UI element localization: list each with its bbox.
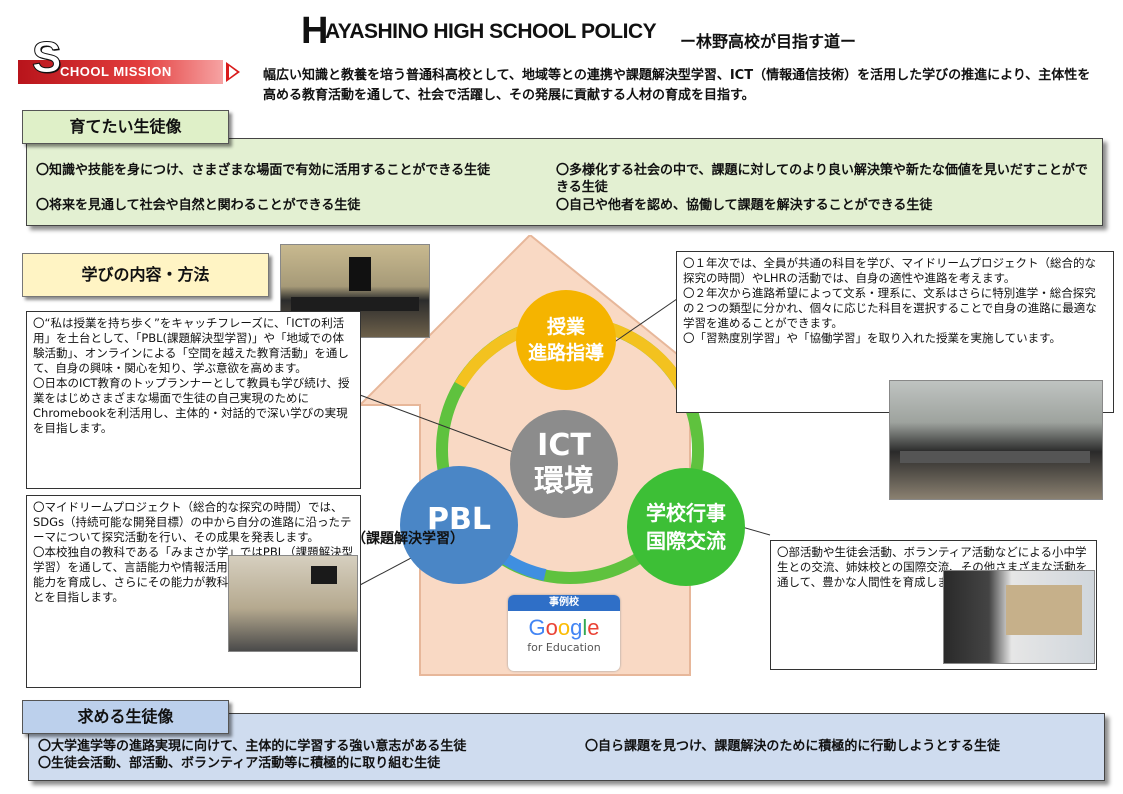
class-label-2: 進路指導 xyxy=(527,342,604,364)
pbl-photo xyxy=(228,555,358,652)
page-title: AYASHINO HIGH SCHOOL POLICY xyxy=(325,20,657,43)
pbl-sub-label: （課題解決学習） xyxy=(352,531,464,547)
mission-banner xyxy=(18,60,223,84)
learning-heading: 学びの内容・方法 xyxy=(22,253,269,297)
ict-circle: ICT 環境 xyxy=(510,410,618,518)
student-ideal-box xyxy=(26,138,1103,226)
learning-note-left: 〇“私は授業を持ち歩く”をキャッチフレーズに、「ICTの利活用」を土台として、「… xyxy=(26,311,361,489)
pbl-label: PBL xyxy=(427,502,491,537)
google-badge: 事例校 Google for Education xyxy=(508,595,620,671)
events-label-2: 国際交流 xyxy=(646,529,726,553)
page-subtitle: ー林野高校が目指す道ー xyxy=(680,32,857,51)
class-circle: 授業 進路指導 xyxy=(516,290,616,390)
events-circle: 学校行事 国際交流 xyxy=(627,468,745,586)
required-heading: 求める生徒像 xyxy=(22,700,229,734)
mission-label: CHOOL MISSION xyxy=(60,64,172,79)
ict-label: ICT xyxy=(537,428,591,463)
class-label: 授業 xyxy=(546,316,585,338)
badge-sub: for Education xyxy=(527,641,601,654)
student-ideal-heading: 育てたい生徒像 xyxy=(22,110,229,144)
student-ideal-item: 〇自己や他者を認め、協働して課題を解決することができる生徒 xyxy=(556,198,933,213)
arrow-inner-icon xyxy=(229,66,237,78)
student-ideal-item: 〇多様化する社会の中で、課題に対してのより良い解決策や新たな価値を見いだすことが… xyxy=(556,163,1088,195)
ict-label-2: 環境 xyxy=(534,464,594,499)
required-item: 〇大学進学等の進路実現に向けて、主体的に学習する強い意志がある生徒 xyxy=(38,739,467,754)
mission-initial: S xyxy=(31,33,62,82)
pbl-circle: PBL xyxy=(400,466,518,584)
student-ideal-item: 〇将来を見通して社会や自然と関わることができる生徒 xyxy=(36,198,361,213)
online-exchange-photo xyxy=(943,570,1095,664)
mission-text: 幅広い知識と教養を培う普通科高校として、地域等との連携や課題解決型学習、ICT（… xyxy=(263,68,1091,103)
classroom-photo-right xyxy=(889,380,1103,500)
required-item: 〇自ら課題を見つけ、課題解決のために積極的に行動しようとする生徒 xyxy=(585,739,1000,754)
google-logo: Google xyxy=(528,615,600,640)
events-label: 学校行事 xyxy=(646,501,726,525)
required-item: 〇生徒会活動、部活動、ボランティア活動等に積極的に取り組む生徒 xyxy=(38,756,441,771)
badge-label: 事例校 xyxy=(508,595,620,611)
title-initial: H xyxy=(301,10,329,52)
student-ideal-item: 〇知識や技能を身につけ、さまざまな場面で有効に活用することができる生徒 xyxy=(36,163,491,178)
